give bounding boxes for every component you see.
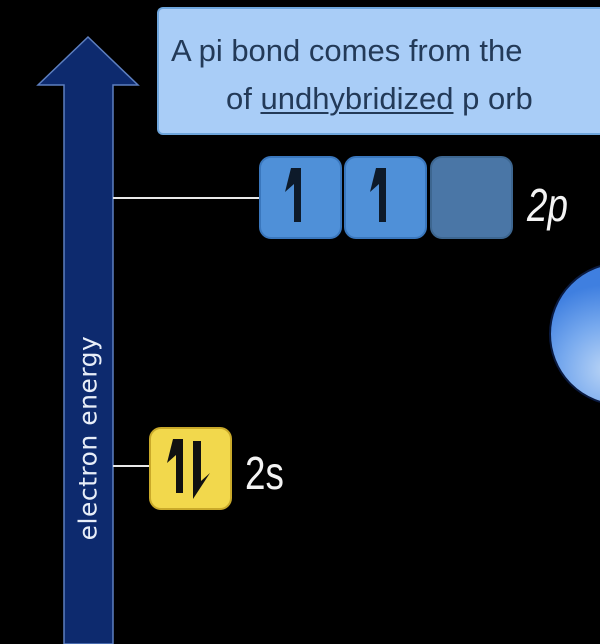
callout-line-2: of undhybridized p orb — [226, 81, 533, 117]
electron-spin-icon — [167, 439, 210, 499]
spin-up-arrow-icon — [285, 168, 301, 222]
2p-level-line — [113, 197, 260, 199]
spin-up-arrow-icon — [370, 168, 386, 222]
2p-label: 2p — [527, 179, 568, 231]
energy-axis-arrow-icon — [36, 35, 140, 644]
electron-spin-icon — [285, 168, 301, 222]
2s-label: 2s — [245, 447, 284, 499]
spin-down-arrow-icon — [193, 441, 210, 499]
axis-label: electron energy — [73, 335, 103, 541]
electron-spin-icon — [370, 168, 386, 222]
p-orbital-lobe — [549, 265, 600, 403]
2s-orbital-box — [149, 427, 232, 510]
2p-orbital-box-1 — [259, 156, 342, 239]
spin-up-arrow-icon — [167, 439, 183, 493]
2s-level-line — [113, 465, 150, 467]
callout-box: A pi bond comes from the of undhybridize… — [157, 7, 600, 135]
lobe-shape — [549, 265, 600, 403]
2p-orbital-box-2 — [344, 156, 427, 239]
callout-line-1: A pi bond comes from the — [171, 33, 523, 68]
callout-text: p orb — [453, 81, 533, 116]
underlined-term: undhybridized — [260, 81, 454, 116]
2p-orbital-box-3 — [430, 156, 513, 239]
callout-text: of — [226, 81, 261, 116]
